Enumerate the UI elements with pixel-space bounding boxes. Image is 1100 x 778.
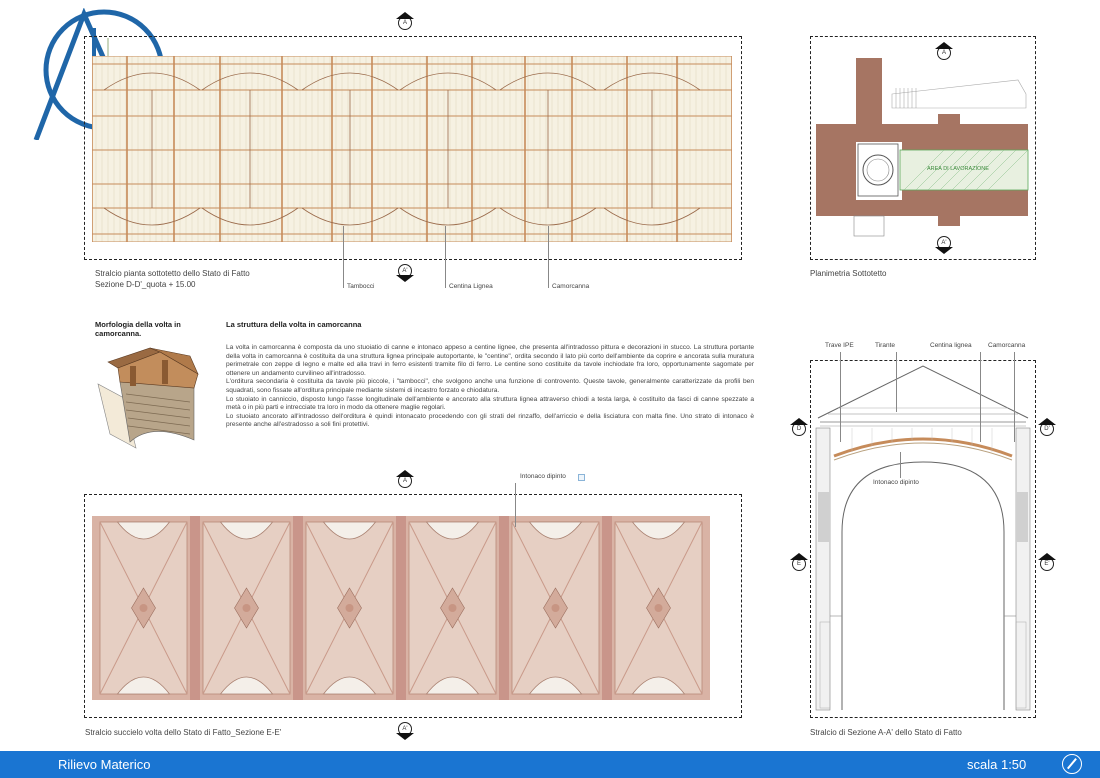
leader-line xyxy=(980,352,981,442)
sezione-caption: Stralcio di Sezione A-A' dello Stato di … xyxy=(810,728,962,737)
soffitto-caption: Stralcio succielo volta dello Stato di F… xyxy=(85,728,282,737)
label-centina-lignea-sezione: Centina lignea xyxy=(930,342,972,349)
north-arrow-icon xyxy=(1062,754,1082,774)
top-plan-frame xyxy=(84,36,742,260)
section-mark-d: D xyxy=(790,418,808,436)
footer-title: Rilievo Materico xyxy=(58,757,151,772)
section-mark-d-prime: D' xyxy=(1038,418,1056,436)
morfologia-heading: Morfologia della volta in camorcanna. xyxy=(95,320,181,338)
leader-line xyxy=(840,352,841,442)
leader-line xyxy=(445,226,446,288)
label-intonaco-dipinto: Intonaco dipinto xyxy=(520,473,566,480)
label-camorcanna: Camorcanna xyxy=(552,283,590,290)
roof-plan-drawing xyxy=(92,56,732,242)
section-mark-a-prime-planimetria: A' xyxy=(935,236,953,254)
morfologia-axonometric-image xyxy=(97,347,199,449)
section-mark-e: E xyxy=(790,553,808,571)
work-area-label: AREA DI LAVORAZIONE xyxy=(927,166,989,172)
struttura-paragraph: La volta in camorcanna è composta da uno… xyxy=(226,344,754,429)
leader-line xyxy=(343,226,344,288)
leader-line xyxy=(1014,352,1015,442)
sezione-drawing xyxy=(815,365,1031,711)
leader-line xyxy=(548,226,549,288)
section-mark-e-prime: E' xyxy=(1038,553,1056,571)
planimetria-caption: Planimetria Sottotetto xyxy=(810,269,887,278)
section-mark-a-soffitto: A xyxy=(396,470,414,488)
fresco-ceiling-photo xyxy=(92,516,710,700)
leader-line xyxy=(900,452,901,478)
section-mark-a-prime-soffitto: A' xyxy=(396,722,414,740)
section-mark-a-planimetria: A xyxy=(935,42,953,60)
label-tambocci: Tambocci xyxy=(347,283,375,290)
label-centina-lignea: Centina Lignea xyxy=(449,283,493,290)
leader-line xyxy=(896,352,897,412)
struttura-heading: La struttura della volta in camorcanna xyxy=(226,320,362,329)
label-intonaco-dipinto-sezione: Intonaco dipinto xyxy=(873,479,919,486)
legend-swatch xyxy=(578,474,585,481)
planimetria-frame xyxy=(810,36,1036,260)
label-camorcanna-sezione: Camorcanna xyxy=(988,342,1026,349)
footer-bar: Rilievo Materico scala 1:50 xyxy=(0,751,1100,778)
top-plan-caption: Stralcio pianta sottotetto dello Stato d… xyxy=(95,269,250,289)
section-mark-a-prime-top: A' xyxy=(396,264,414,282)
soffitto-frame xyxy=(84,494,742,718)
footer-scale: scala 1:50 xyxy=(967,757,1027,772)
leader-line xyxy=(515,483,516,527)
sezione-frame xyxy=(810,360,1036,718)
section-mark-a-top: A xyxy=(396,12,414,30)
label-trave-ipe: Trave IPE xyxy=(825,342,854,349)
planimetria-drawing xyxy=(816,58,1029,237)
label-tirante: Tirante xyxy=(875,342,895,349)
